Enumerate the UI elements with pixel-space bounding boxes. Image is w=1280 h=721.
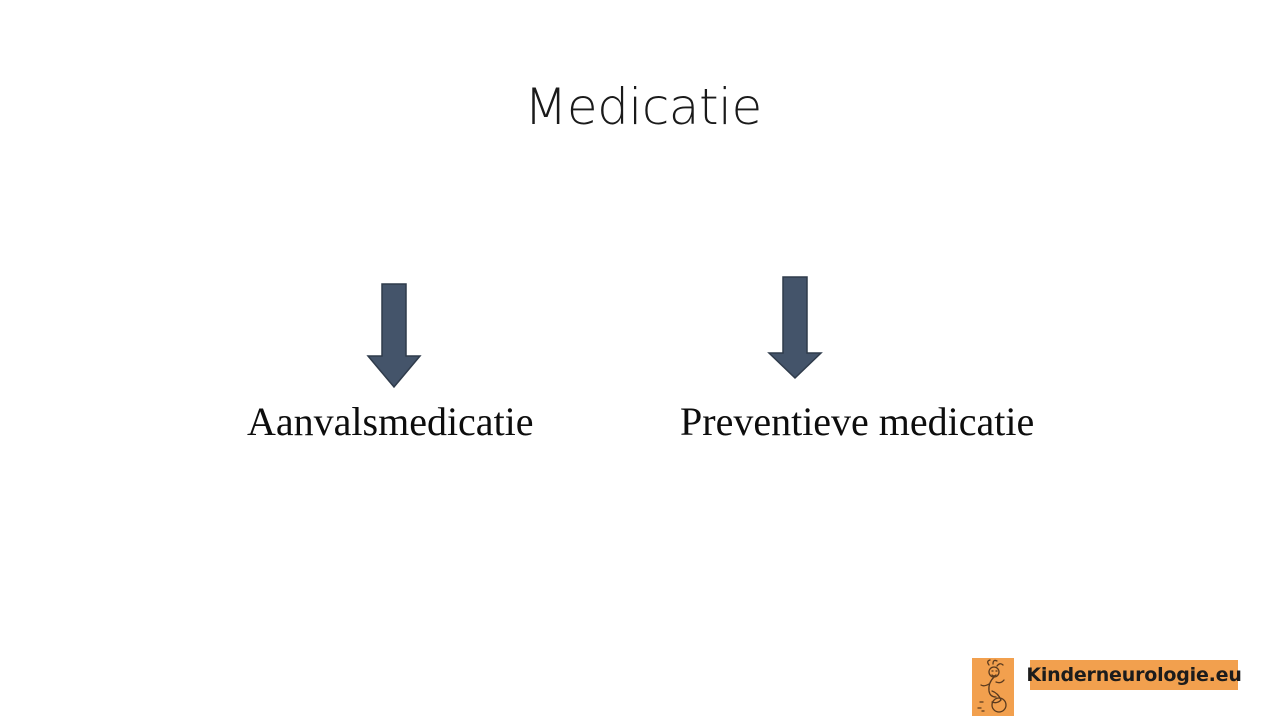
logo-text: Kinderneurologie.eu <box>1026 664 1242 686</box>
child-figure-icon <box>972 658 1014 716</box>
logo-banner: Kinderneurologie.eu <box>1026 660 1242 690</box>
arrow-down-icon <box>767 276 823 380</box>
branch-label-preventieve-medicatie: Preventieve medicatie <box>680 399 1035 444</box>
brand-logo: Kinderneurologie.eu <box>972 658 1242 716</box>
slide-title: Medicatie <box>524 78 762 136</box>
arrow-down-icon <box>366 283 422 389</box>
branch-label-aanvalsmedicatie: Aanvalsmedicatie <box>247 399 534 444</box>
